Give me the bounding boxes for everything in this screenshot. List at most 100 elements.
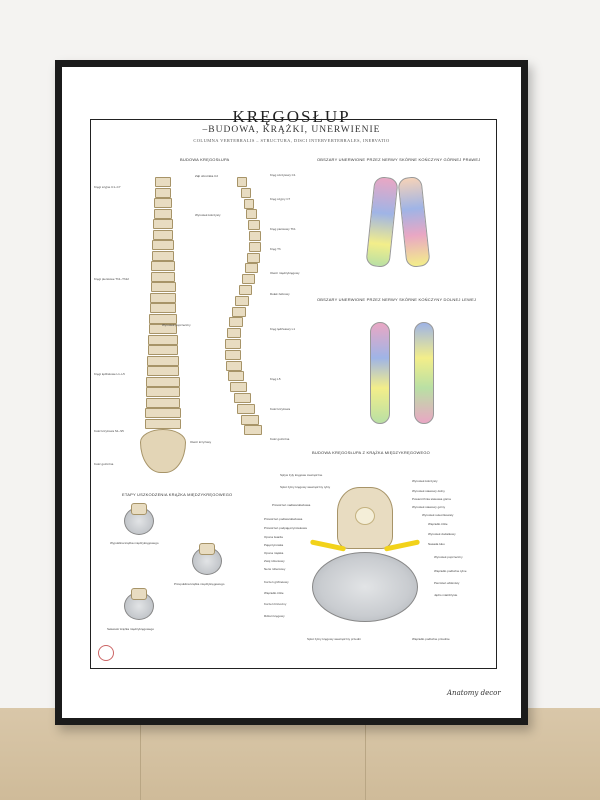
vertebra-front — [151, 261, 175, 271]
upper-limb-section-title: OBSZARY UNERWIONE PRZEZ NERWY SKÓRNE KOŃ… — [317, 157, 481, 162]
intervertebral-disc — [312, 552, 418, 622]
poster-latin-subtitle: COLUMNA VERTEBRALIS – STRUCTURA, DISCI I… — [193, 138, 390, 143]
spine-label-l1: Kręg lędźwiowy L1 — [270, 327, 296, 331]
vertebra-label-right-5: Więzadło żółte — [428, 522, 448, 526]
vertebra-label-left-6: Pajęczynówka — [264, 543, 284, 547]
vertebra-front — [147, 355, 179, 366]
vertebra-label-right-3: Wyrostek stawowy górny — [412, 505, 446, 509]
lower-limb-back — [414, 322, 434, 424]
vertebra-side — [237, 403, 255, 414]
spine-label-dens: Ząb obrotnika C2 — [195, 174, 219, 178]
spine-label-sacral-foramen: Otwór krzyżowy — [190, 440, 212, 444]
vertebra-label-left-10: Korzeń grzbietowy — [264, 580, 289, 584]
vertebra-label-left-3: Przestrzeń podtwardówkowa — [264, 517, 303, 521]
vertebra-label-right-2: Powierzchnia stawowa górna — [412, 497, 451, 501]
disc-degeneration-section-title: ETAPY USZKODZENIA KRĄŻKA MIĘDZYKRĘGOWEGO — [122, 492, 233, 497]
vertebra-side — [243, 198, 255, 209]
vertebra-side — [240, 187, 251, 198]
lower-limb-section-title: OBSZARY UNERWIONE PRZEZ NERWY SKÓRNE KOŃ… — [317, 297, 477, 302]
vertebra-front — [153, 208, 173, 219]
poster-title: KRĘGOSŁUP — [232, 107, 351, 126]
vertebra-front — [151, 250, 175, 261]
vertebra-section-title: BUDOWA KRĘGOSŁUPA Z KRĄŻKA MIĘDZYKRĘGOWE… — [312, 450, 430, 455]
vertebra-label-left-8: Zwój rdzeniowy — [264, 559, 285, 563]
spine-label-intervertebral-foramen: Otwór międzykręgowy — [270, 271, 300, 275]
sacrum-front — [140, 429, 186, 473]
poster-subtitle: –BUDOWA, KRĄŻKI, UNERWIENIE — [202, 125, 381, 135]
vertebra-front — [149, 303, 177, 313]
vertebra-front — [146, 376, 180, 387]
spine-label-thoracic: Kręgi piersiowe Th1–Th12 — [94, 277, 129, 281]
vertebra-label-right-0: Wyrostek kolczysty — [412, 479, 438, 483]
disc-stage-1-label: Wypuklina krążka międzykręgowego — [110, 541, 159, 545]
vertebra-front — [148, 324, 178, 334]
vertebra-side — [231, 306, 246, 317]
poster-sheet: KRĘGOSŁUP –BUDOWA, KRĄŻKI, UNERWIENIE CO… — [62, 67, 521, 718]
vertebra-side — [245, 263, 258, 274]
disc-stage-3-label: Sekwestr krążka międzykręgowego — [107, 627, 155, 631]
vertebra-side — [225, 339, 241, 349]
disc-stage-2-label: Przepuklina krążka międzykręgowego — [174, 582, 225, 586]
floor-plank-seam — [365, 708, 366, 800]
spine-label-th1: Kręg piersiowy Th1 — [270, 227, 296, 231]
spine-section-title: BUDOWA KRĘGOSŁUPA — [180, 157, 230, 162]
vertebra-side — [226, 328, 242, 339]
vertebra-label-right-9: Więzadło podłużne tylne — [434, 569, 467, 573]
vertebra-side — [233, 393, 251, 403]
spine-label-coccyx-side: Kość guziczna — [270, 437, 290, 441]
vertebra-side — [235, 295, 249, 306]
vertebra-side — [225, 349, 241, 360]
vertebra-side — [246, 209, 258, 220]
vertebra-side — [230, 382, 248, 393]
vertebra-side — [247, 252, 260, 263]
vertebra-label-right-12: Więzadło podłużne przednie — [412, 637, 450, 641]
disc-stage-3-vertebra — [131, 588, 147, 600]
vertebra-side — [244, 425, 263, 436]
vertebra-front — [154, 187, 172, 198]
vertebra-front — [149, 313, 177, 324]
vertebra-label-left-1: Splot żylny kręgowy wewnętrzny tylny — [280, 485, 331, 489]
spine-label-sacrum-side: Kość krzyżowa — [270, 407, 291, 411]
vertebra-label-left-9: Nerw rdzeniowy — [264, 567, 286, 571]
vertebra-side — [248, 220, 260, 231]
vertebra-label-right-11: Jądro miażdżyste — [434, 593, 458, 597]
vertebra-label-left-5: Opona twarda — [264, 535, 283, 539]
vertebra-side — [248, 241, 261, 252]
vertebra-label-right-7: Nasada łuku — [428, 542, 445, 546]
vertebra-front — [147, 345, 179, 355]
spine-label-l5: Kręg L5 — [270, 377, 281, 381]
vertebra-label-left-11: Więzadło żółte — [264, 591, 284, 595]
vertebra-front — [145, 408, 181, 418]
vertebra-side — [238, 285, 253, 295]
vertebra-front — [155, 177, 171, 187]
vertebra-label-left-12: Korzeń brzuszny — [264, 602, 287, 606]
vertebra-label-right-1: Wyrostek stawowy dolny — [412, 489, 445, 493]
spine-label-sacrum: Kość krzyżowa S1–S5 — [94, 429, 124, 433]
vertebra-front — [152, 229, 174, 240]
vertebra-label-left-7: Opona miękka — [264, 551, 284, 555]
floor-plank-seam — [140, 708, 141, 800]
vertebra-label-left-0: Spływ żyły kręgowe zewnętrzne — [280, 473, 323, 477]
vertebra-label-left-2: Przestrzeń nadtwardówkowa — [272, 503, 311, 507]
vertebra-label-right-6: Wyrostek dodatkowy — [428, 532, 456, 536]
signature: Anatomy decor — [447, 689, 501, 697]
disc-stage-1-vertebra — [131, 503, 147, 515]
spinal-cord — [355, 507, 375, 525]
vertebra-front — [146, 387, 180, 397]
vertebra-label-left-13: Rdzeń kręgowy — [264, 614, 285, 618]
vertebra-side — [248, 231, 261, 241]
vertebra-label-right-8: Wyrostek poprzeczny — [434, 555, 463, 559]
vertebra-front — [154, 198, 172, 208]
vertebra-side — [240, 414, 259, 425]
spine-label-c7: Kręg szyjny C7 — [270, 197, 291, 201]
vertebra-front — [150, 271, 176, 282]
vertebra-side — [237, 177, 247, 187]
vertebra-front — [150, 292, 176, 303]
vertebra-front — [145, 397, 181, 408]
lower-limb-front — [370, 322, 390, 424]
vertebra-side — [242, 274, 256, 285]
spine-label-costal-facet: Dołek żebrowy — [270, 292, 290, 296]
spine-label-lumbar: Kręgi lędźwiowe L1–L5 — [94, 372, 125, 376]
brand-logo — [98, 645, 114, 661]
vertebra-side — [228, 317, 244, 328]
